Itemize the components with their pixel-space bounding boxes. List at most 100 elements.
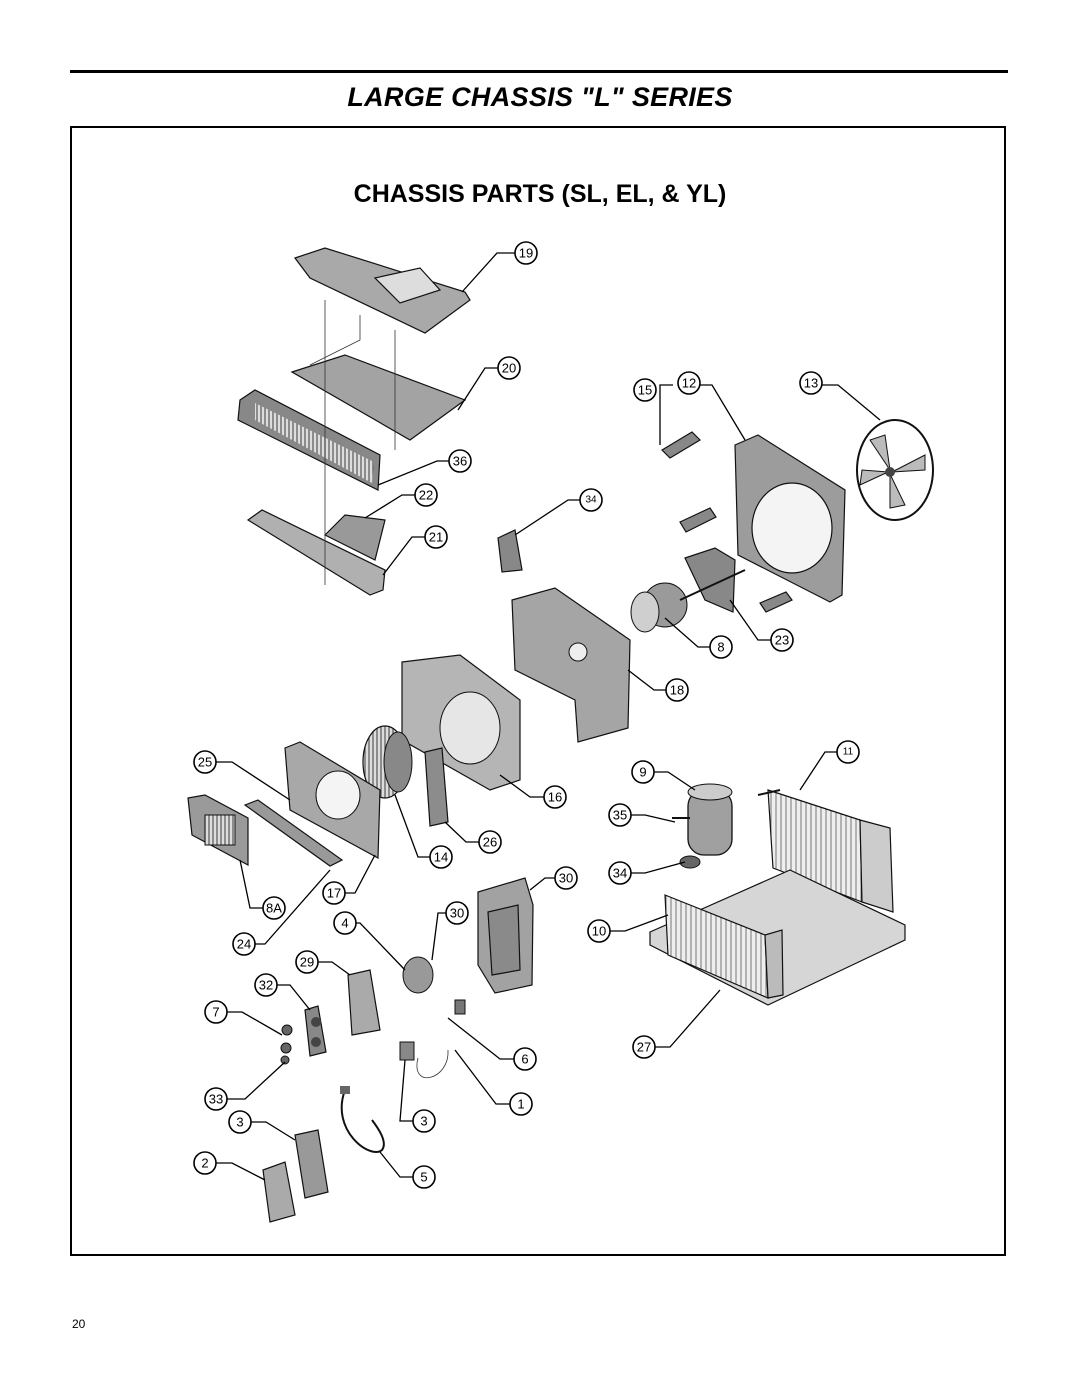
control-panel-part xyxy=(187,794,249,867)
svg-text:36: 36 xyxy=(453,454,467,469)
condenser-fan-blade-part xyxy=(856,419,934,521)
svg-text:20: 20 xyxy=(502,361,516,376)
svg-text:4: 4 xyxy=(341,916,348,931)
svg-text:34: 34 xyxy=(585,495,597,506)
callout-10: 10 xyxy=(587,919,611,943)
series-title: LARGE CHASSIS "L" SERIES xyxy=(347,82,733,112)
callout-2: 2 xyxy=(193,1151,217,1175)
callout-1: 1 xyxy=(509,1092,533,1116)
header-rule xyxy=(70,70,1008,73)
callout-30-right: 30 xyxy=(554,866,578,890)
air-deflector-part xyxy=(323,514,386,561)
motor-mount-part xyxy=(684,547,736,613)
leader-lines xyxy=(216,252,881,1181)
svg-text:10: 10 xyxy=(592,924,606,939)
callout-9: 9 xyxy=(631,760,655,784)
svg-text:24: 24 xyxy=(237,937,251,952)
svg-text:25: 25 xyxy=(198,755,212,770)
orifice-shroud-part xyxy=(734,434,846,603)
bulkhead-part xyxy=(511,587,631,743)
svg-text:18: 18 xyxy=(670,683,684,698)
knob-plate-part xyxy=(280,1005,327,1065)
svg-text:32: 32 xyxy=(259,978,273,993)
thermostat-part xyxy=(399,999,466,1079)
svg-text:19: 19 xyxy=(519,246,533,261)
svg-text:8: 8 xyxy=(717,640,724,655)
callout-16: 16 xyxy=(543,785,567,809)
callout-14: 14 xyxy=(429,845,453,869)
callout-32: 32 xyxy=(254,973,278,997)
svg-text:26: 26 xyxy=(483,835,497,850)
capacitor-bracket-part xyxy=(497,529,523,573)
callout-19: 19 xyxy=(514,241,538,265)
front-grille-part xyxy=(237,389,381,491)
selector-switch-part xyxy=(402,956,434,994)
callout-25: 25 xyxy=(193,750,217,774)
callout-5: 5 xyxy=(412,1165,436,1189)
svg-text:22: 22 xyxy=(419,488,433,503)
svg-text:15: 15 xyxy=(638,383,652,398)
svg-text:3: 3 xyxy=(236,1115,243,1130)
svg-text:8A: 8A xyxy=(266,901,282,916)
callout-26: 26 xyxy=(478,830,502,854)
callout-30-left: 30 xyxy=(445,901,469,925)
svg-text:3: 3 xyxy=(420,1114,427,1129)
svg-text:23: 23 xyxy=(775,633,789,648)
svg-text:16: 16 xyxy=(548,790,562,805)
callout-29: 29 xyxy=(295,950,319,974)
callout-3-right: 3 xyxy=(412,1109,436,1133)
callout-4: 4 xyxy=(333,911,357,935)
svg-text:30: 30 xyxy=(559,871,573,886)
svg-text:17: 17 xyxy=(327,886,341,901)
svg-text:9: 9 xyxy=(639,765,646,780)
callout-3-left: 3 xyxy=(228,1110,252,1134)
top-cover-part xyxy=(294,247,471,334)
svg-text:34: 34 xyxy=(613,866,627,881)
mounting-brackets-part xyxy=(661,431,793,613)
callout-36: 36 xyxy=(448,449,472,473)
svg-text:5: 5 xyxy=(420,1170,427,1185)
compressor-part xyxy=(672,783,733,869)
callout-13: 13 xyxy=(799,371,823,395)
scroll-side-panel-part xyxy=(424,747,449,827)
callout-21: 21 xyxy=(424,525,448,549)
svg-text:29: 29 xyxy=(300,955,314,970)
callout-18: 18 xyxy=(665,678,689,702)
svg-text:11: 11 xyxy=(843,747,854,758)
svg-text:2: 2 xyxy=(201,1156,208,1171)
callout-24: 24 xyxy=(232,932,256,956)
callout-22: 22 xyxy=(414,483,438,507)
callout-23: 23 xyxy=(770,628,794,652)
svg-text:7: 7 xyxy=(212,1005,219,1020)
svg-text:14: 14 xyxy=(434,850,448,865)
callout-8: 8 xyxy=(709,635,733,659)
evaporator-orifice-part xyxy=(284,741,381,859)
callout-11: 11 xyxy=(836,740,860,764)
page-number: 20 xyxy=(72,1317,86,1331)
callout-17: 17 xyxy=(322,881,346,905)
svg-text:21: 21 xyxy=(429,530,443,545)
callout-8a: 8A xyxy=(262,896,286,920)
power-cord-part xyxy=(340,1086,385,1153)
callout-33: 33 xyxy=(204,1087,228,1111)
switch-plate-part xyxy=(347,969,381,1036)
callout-7: 7 xyxy=(204,1000,228,1024)
callout-35: 35 xyxy=(608,803,632,827)
svg-text:6: 6 xyxy=(521,1052,528,1067)
blower-wheel-part xyxy=(362,725,413,799)
svg-text:30: 30 xyxy=(450,906,464,921)
fan-motor-part xyxy=(630,569,746,633)
base-pan-part xyxy=(649,869,906,1006)
callout-12: 12 xyxy=(677,371,701,395)
callout-34-bottom: 34 xyxy=(608,861,632,885)
blower-scroll-part xyxy=(401,654,521,791)
callout-27: 27 xyxy=(632,1035,656,1059)
svg-text:1: 1 xyxy=(517,1097,524,1112)
svg-text:13: 13 xyxy=(804,376,818,391)
control-box-part xyxy=(477,877,534,994)
svg-text:33: 33 xyxy=(209,1092,223,1107)
callout-20: 20 xyxy=(497,356,521,380)
svg-text:35: 35 xyxy=(613,808,627,823)
svg-text:12: 12 xyxy=(682,376,696,391)
